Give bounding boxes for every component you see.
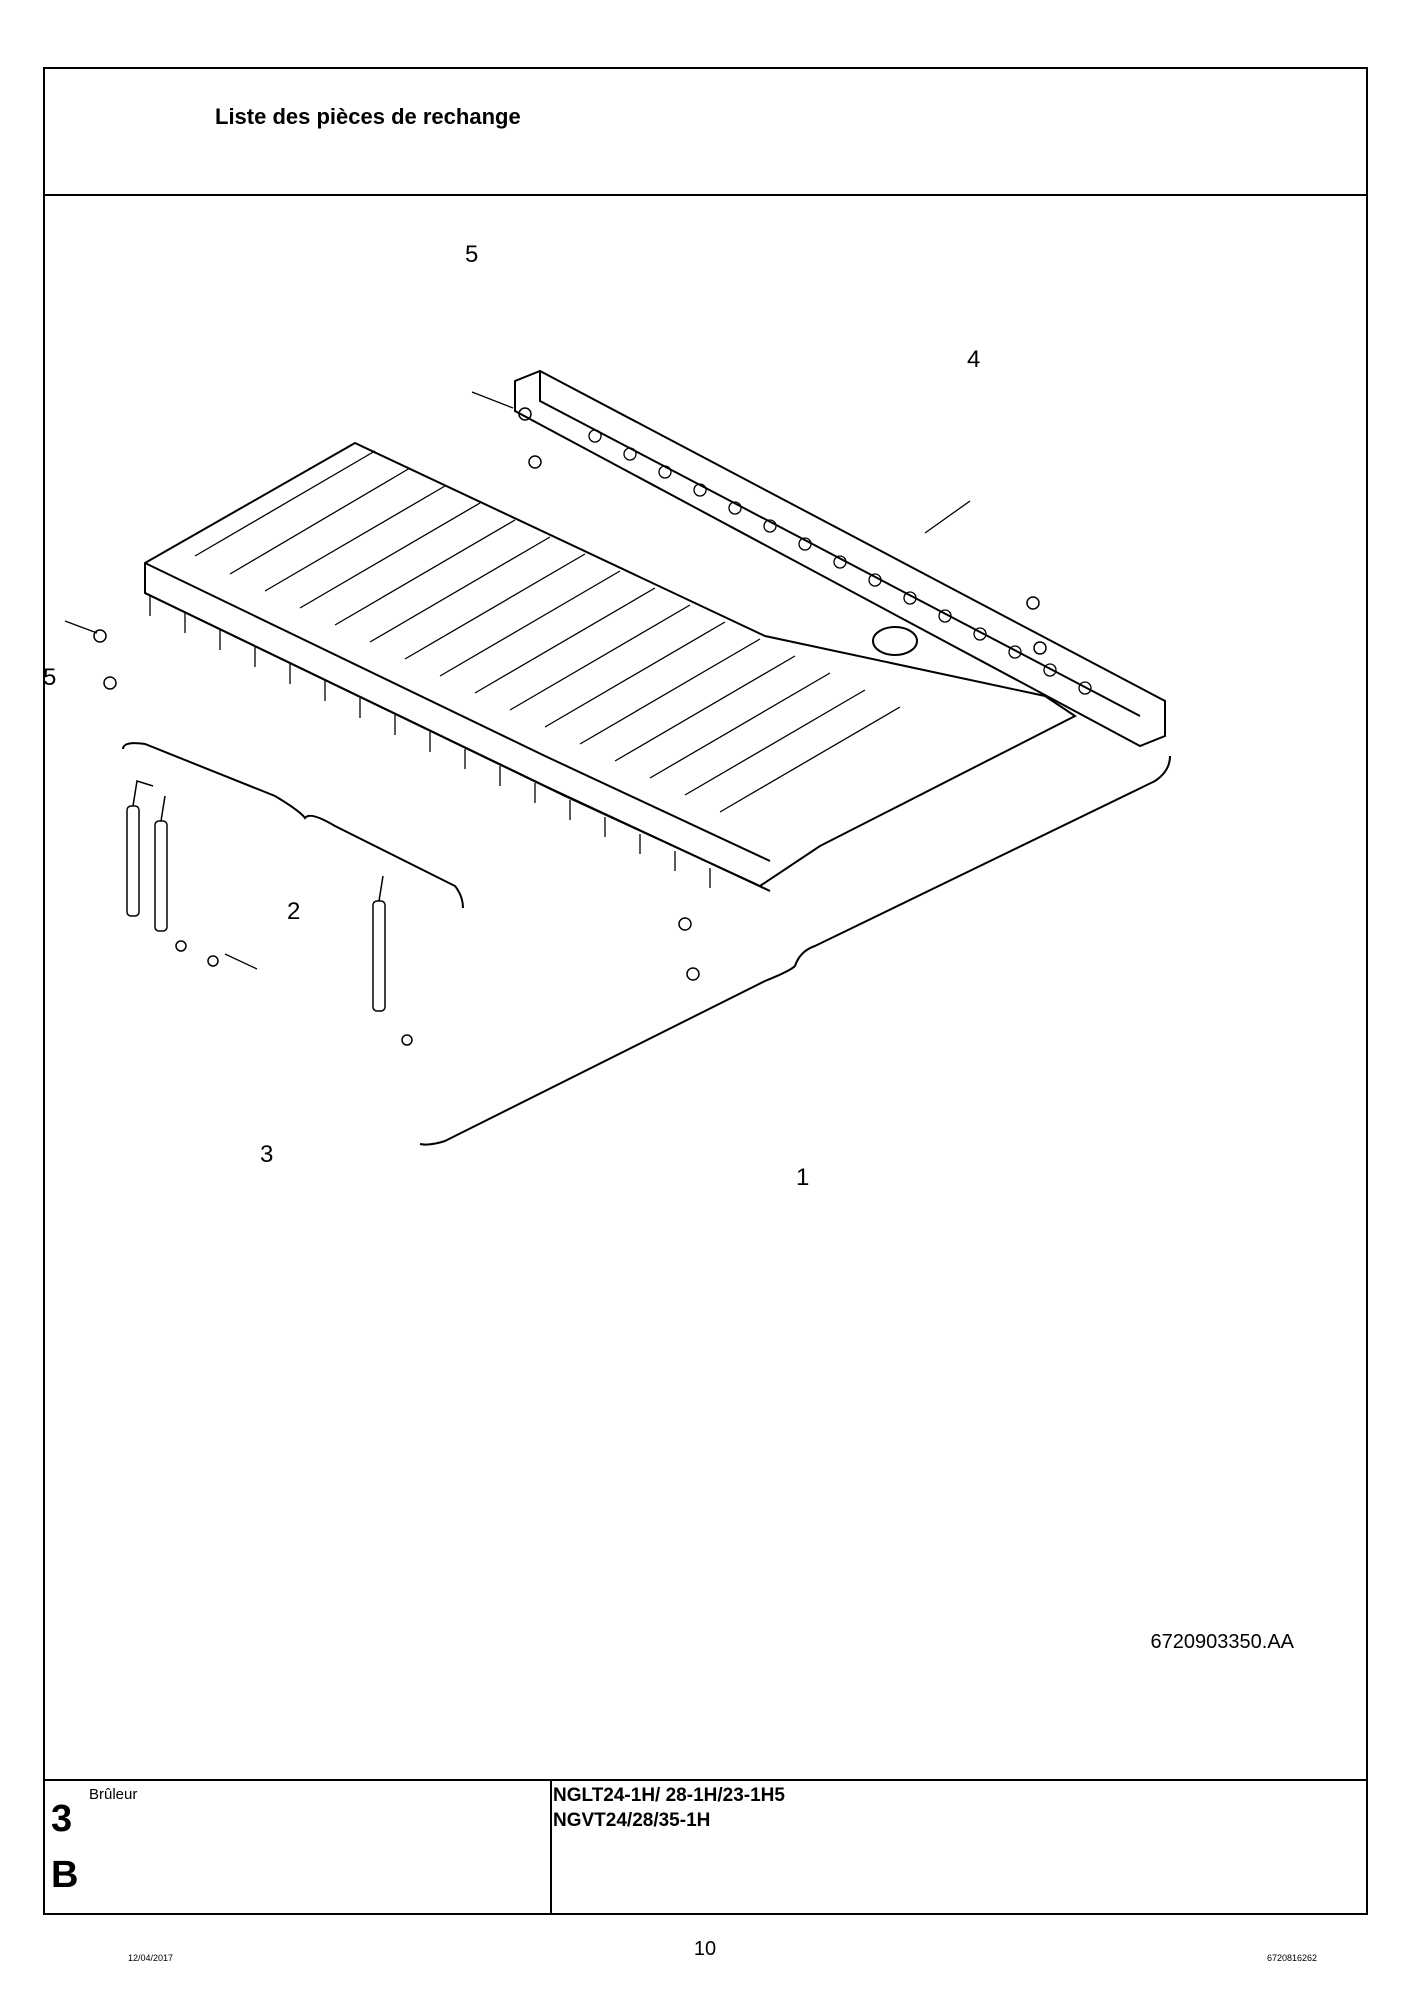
burner-bars <box>194 450 901 813</box>
section-letter: B <box>51 1854 79 1896</box>
gas-inlet <box>872 626 918 656</box>
manifold-nozzles <box>588 429 1092 695</box>
page-number: 10 <box>693 1938 717 1960</box>
callout-5-left: 5 <box>43 664 57 691</box>
bracket-2 <box>122 742 464 909</box>
electrodes <box>126 780 386 1012</box>
burner-teeth <box>149 596 711 888</box>
title-block-divider <box>45 1779 1366 1781</box>
callout-3: 3 <box>260 1141 274 1168</box>
footer-doc-number: 6720816262 <box>1266 1953 1317 1963</box>
callout-2: 2 <box>287 898 301 925</box>
bracket-1 <box>419 755 1171 1146</box>
model-line-1: NGLT24-1H/ 28-1H/23-1H5 <box>553 1785 785 1806</box>
footer-date: 12/04/2017 <box>128 1953 174 1963</box>
model-line-2: NGVT24/28/35-1H <box>553 1810 711 1831</box>
burner-exploded-drawing <box>64 369 1171 1146</box>
burner-body-outline <box>144 441 1077 888</box>
screws <box>93 407 1047 1046</box>
section-number: 3 <box>51 1798 73 1840</box>
callout-5-top: 5 <box>465 241 479 268</box>
callout-1: 1 <box>796 1164 810 1191</box>
page-title: Liste des pièces de rechange <box>215 104 521 129</box>
drawing-reference-code: 6720903350.AA <box>1150 1631 1294 1653</box>
page-frame: Liste des pièces de rechange <box>43 67 1368 1915</box>
callout-4: 4 <box>967 346 981 373</box>
section-label: Brûleur <box>89 1786 138 1803</box>
title-block-separator <box>550 1781 552 1915</box>
header-divider <box>45 194 1366 196</box>
